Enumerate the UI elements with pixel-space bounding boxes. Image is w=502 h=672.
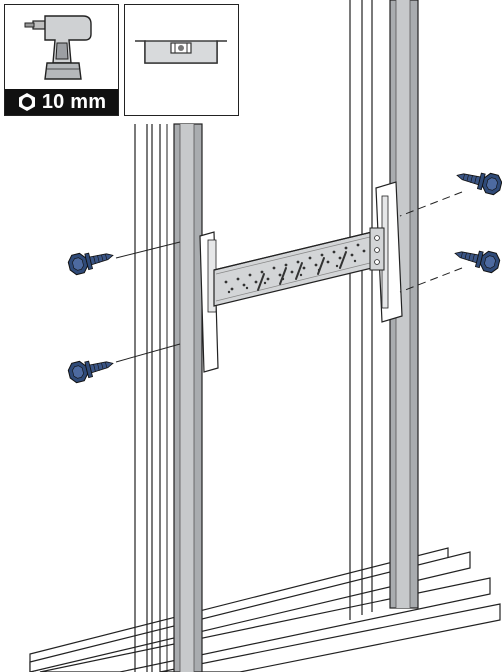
floor-track-icon <box>29 547 501 672</box>
hex-head-screw-icon-3 <box>454 165 502 197</box>
metal-stud-icon <box>134 123 203 672</box>
spirit-level-icon <box>135 40 227 64</box>
perforated-rail <box>213 231 373 307</box>
socket-size-label: 10 mm <box>41 90 107 113</box>
cordless-drill-icon <box>24 15 92 80</box>
tool-panel: 10 mm <box>4 4 119 116</box>
level-panel <box>124 4 239 116</box>
hex-socket-icon <box>18 93 35 111</box>
metal-stud-icon-right <box>349 0 419 620</box>
mounting-bracket-icon-right <box>369 181 403 323</box>
socket-size-badge: 10 mm <box>5 89 118 115</box>
guide-lines <box>115 191 463 363</box>
hex-head-screw-icon-2 <box>66 353 116 385</box>
hex-head-screw-icon <box>66 245 116 277</box>
